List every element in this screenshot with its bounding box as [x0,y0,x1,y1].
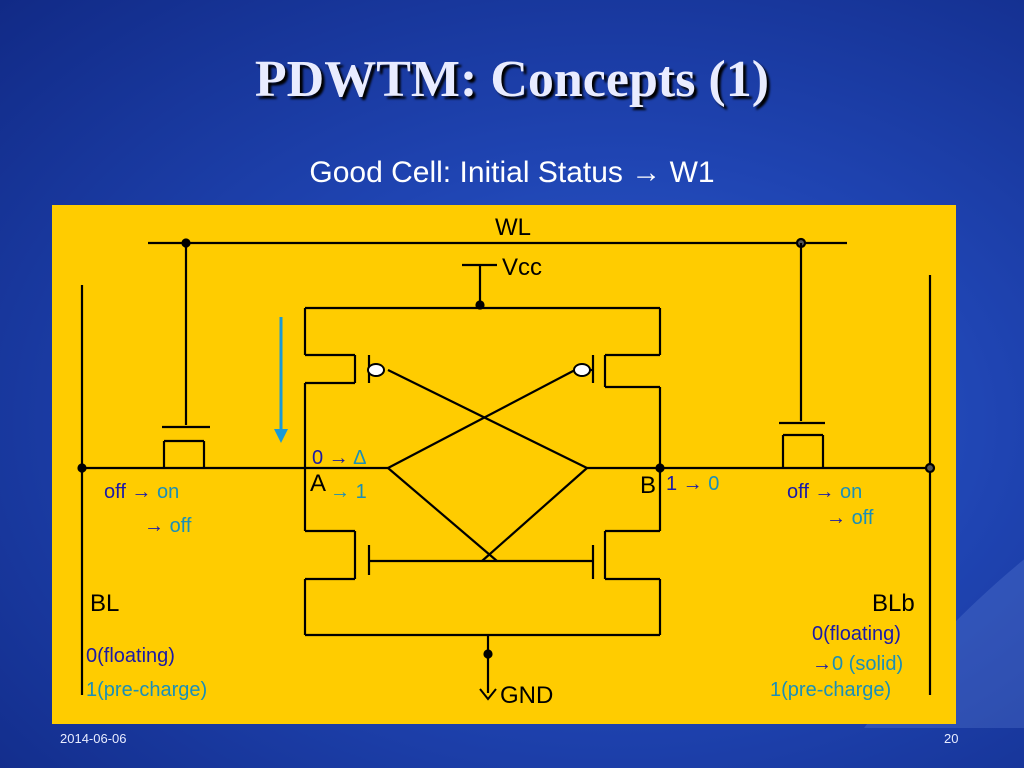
blb-label: BLb [872,590,915,617]
blb-solid-state: →0 (solid) [812,653,904,675]
right-arrow-icon: → [125,481,157,503]
gnd-label: GND [500,682,554,709]
right-access-transition: off → on [787,481,863,503]
node-a-label: A [310,470,327,497]
node-b-label: B [640,472,657,499]
right-arrow-icon: → [144,515,170,537]
bl-floating-state: 0(floating) [86,645,175,667]
right-arrow-icon: → [826,507,852,529]
blb-floating-state: 0(floating) [812,623,901,645]
node-b-transition: 1 → 0 [666,473,720,495]
node-a-next: → 1 [330,481,367,503]
left-access-next: → off [144,515,192,537]
sram-circuit-panel: WL Vcc GND A B BL BLb 0 → Δ → 1 1 → 0 of… [52,205,956,724]
sram-cell-schematic [77,237,936,701]
cross-couple-line-1 [387,369,588,469]
vcc-label: Vcc [502,254,543,281]
bl-precharge-state: 1(pre-charge) [86,679,208,701]
slide-title: PDWTM: Concepts (1) [254,51,770,108]
right-arrow-icon: → [323,447,354,469]
slide-number: 20 [944,731,959,746]
cross-couple-line-2 [387,369,576,469]
left-access-transition: off → on [104,481,180,503]
blb-precharge-state: 1(pre-charge) [770,679,892,701]
right-arrow-icon: → [808,481,840,503]
bl-label: BL [90,590,120,617]
footer-date: 2014-06-06 [60,731,127,746]
wl-label: WL [495,214,531,241]
right-arrow-icon: → [812,653,832,675]
right-arrow-icon: → [677,473,709,495]
right-access-next: → off [826,507,874,529]
node-a-transition: 0 → Δ [312,447,367,469]
slide-subtitle: Good Cell: Initial Status → W1 [309,156,715,189]
